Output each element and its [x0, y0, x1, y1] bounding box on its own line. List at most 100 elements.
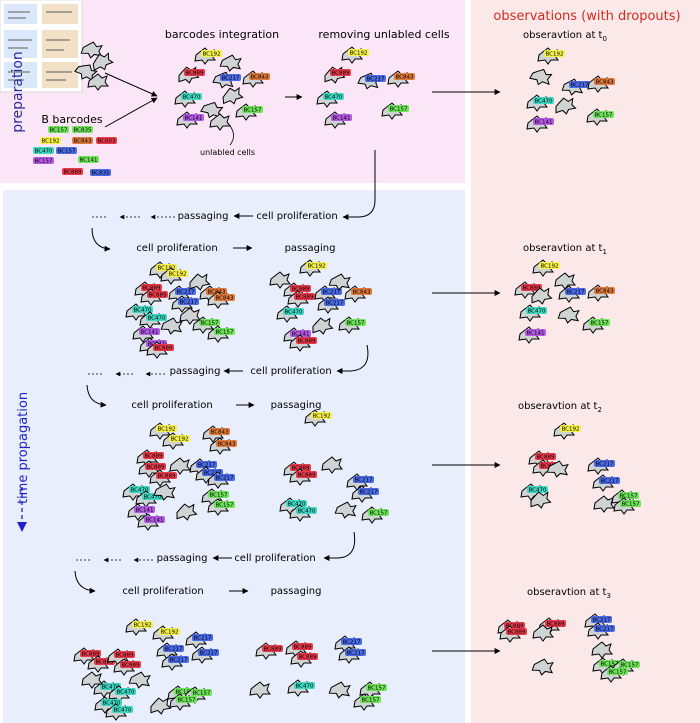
svg-text:BC217: BC217	[199, 651, 218, 657]
barcode-tag-bc217-241: BC217	[345, 649, 366, 657]
barcode-tag-bc192-159: BC192	[311, 412, 332, 420]
barcode-tag-bc889-206: BC889	[120, 661, 141, 669]
cell-155	[169, 457, 191, 475]
pool-tag-9: BC889	[62, 168, 83, 176]
pool-tag-8: BC157	[33, 157, 54, 165]
svg-text:BC470: BC470	[130, 488, 149, 494]
svg-text:BC141: BC141	[184, 116, 202, 122]
barcode-tag-bc157-150: BC157	[214, 501, 235, 509]
barcode-tag-bc843-29: BC843	[394, 73, 415, 81]
svg-text:BC217: BC217	[203, 471, 222, 477]
svg-text:BC889: BC889	[157, 474, 176, 480]
svg-text:BC470: BC470	[324, 95, 343, 101]
barcode-tag-bc157-102: BC157	[345, 319, 366, 327]
barcode-tag-bc889-57: BC889	[147, 291, 168, 299]
svg-text:BC889: BC889	[505, 624, 524, 630]
removing-label: removing unlabled cells	[318, 28, 449, 41]
cycle1-passaging-label-b: passaging	[285, 243, 336, 254]
svg-text:BC889: BC889	[298, 655, 317, 661]
cycle3-curve	[323, 531, 356, 561]
svg-text:BC157: BC157	[369, 511, 388, 517]
preparation-label: preparation	[10, 51, 26, 133]
barcode-tag-bc141-117: BC141	[525, 329, 546, 337]
cell-21	[209, 113, 231, 131]
pool-tag-3: BC843	[72, 137, 93, 145]
barcode-tag-bc889-179: BC889	[535, 453, 556, 461]
barcode-tag-bc470-169: BC470	[286, 500, 307, 508]
barcode-tag-bc141-33: BC141	[331, 114, 352, 122]
cell-268	[591, 641, 613, 659]
svg-text:BC157: BC157	[361, 698, 380, 704]
cell-175	[334, 501, 357, 519]
barcode-tag-bc192-23: BC192	[348, 49, 369, 57]
svg-text:BC192: BC192	[545, 52, 563, 58]
svg-text:BC889: BC889	[144, 454, 163, 460]
svg-text:BC889: BC889	[146, 465, 165, 471]
svg-text:BC843: BC843	[210, 430, 229, 436]
svg-text:obseravtion at t3: obseravtion at t3	[527, 587, 611, 600]
barcode-tag-bc192-107: BC192	[539, 262, 560, 270]
svg-text:BC157: BC157	[600, 662, 619, 668]
barcode-tag-bc217-59: BC217	[175, 288, 196, 296]
svg-text:BC192: BC192	[41, 139, 59, 145]
barcode-tag-bc157-263: BC157	[619, 661, 640, 669]
barcode-tag-bc470-31: BC470	[323, 93, 344, 101]
pool-tag-0: BC157	[48, 126, 69, 134]
cell-267	[531, 658, 554, 676]
barcode-tag-bc889-88: BC889	[294, 293, 315, 301]
svg-text:BC217: BC217	[566, 290, 585, 296]
svg-text:BC003: BC003	[97, 139, 116, 145]
svg-text:BC889: BC889	[291, 287, 310, 293]
barcode-tag-bc470-96: BC470	[283, 308, 304, 316]
barcode-tag-bc157-73: BC157	[214, 328, 235, 336]
svg-text:BC835: BC835	[73, 128, 92, 134]
cell-192	[546, 460, 569, 478]
svg-text:BC217: BC217	[215, 476, 234, 482]
barcode-tag-bc157-189: BC157	[618, 492, 639, 500]
svg-text:BC157: BC157	[620, 663, 639, 669]
barcode-tag-bc889-86: BC889	[290, 285, 311, 293]
svg-text:BC192: BC192	[160, 630, 178, 636]
svg-text:BC157: BC157	[34, 159, 53, 165]
barcode-tag-bc217-259: BC217	[594, 625, 615, 633]
svg-text:BC157: BC157	[200, 321, 219, 327]
pool-tag-4: BC003	[96, 137, 117, 145]
svg-text:BC470: BC470	[147, 316, 166, 322]
svg-text:obseravtion at t0: obseravtion at t0	[523, 30, 607, 43]
barcode-tag-bc192-5: BC192	[201, 50, 222, 58]
svg-text:BC141: BC141	[135, 508, 153, 514]
barcode-tag-bc217-92: BC217	[324, 299, 345, 307]
barcode-tag-bc192-53: BC192	[167, 270, 188, 278]
workflow-thumbnail	[0, 0, 83, 93]
svg-text:BC843: BC843	[595, 80, 614, 86]
cell-104	[328, 273, 351, 291]
barcode-tag-bc889-200: BC889	[80, 650, 101, 658]
barcode-tag-bc889-55: BC889	[141, 284, 162, 292]
svg-text:BC192: BC192	[202, 52, 220, 58]
barcode-tag-bc843-130: BC843	[216, 440, 237, 448]
barcode-tag-bc470-187: BC470	[527, 486, 548, 494]
barcode-tag-bc217-185: BC217	[599, 477, 620, 485]
barcode-tag-bc192-196: BC192	[132, 621, 153, 629]
svg-text:BC157: BC157	[608, 670, 627, 676]
svg-text:BC157: BC157	[621, 502, 640, 508]
svg-text:BC889: BC889	[121, 663, 140, 669]
barcode-tag-bc157-226: BC157	[191, 689, 212, 697]
barcode-tag-bc157-245: BC157	[366, 684, 387, 692]
svg-text:BC217: BC217	[570, 83, 589, 89]
barcode-tag-bc470-243: BC470	[294, 682, 315, 690]
pool-tag-2: BC192	[40, 137, 61, 145]
cycle2-proliferation-label-b: cell proliferation	[131, 400, 212, 411]
barcode-tag-bc217-183: BC217	[594, 460, 615, 468]
cell-266	[532, 624, 554, 642]
barcode-tag-bc889-100: BC889	[296, 337, 317, 345]
barcode-tag-bc843-113: BC843	[594, 287, 615, 295]
barcode-tag-bc217-27: BC217	[365, 75, 386, 83]
cell-174	[321, 456, 343, 474]
barcode-tag-bc889-79: BC889	[153, 344, 174, 352]
cycle3-proliferation-label: cell proliferation	[234, 553, 315, 564]
svg-text:BC470: BC470	[528, 488, 547, 494]
svg-text:BC889: BC889	[522, 286, 541, 292]
svg-text:BC889: BC889	[297, 473, 316, 479]
svg-text:BC217: BC217	[325, 301, 344, 307]
